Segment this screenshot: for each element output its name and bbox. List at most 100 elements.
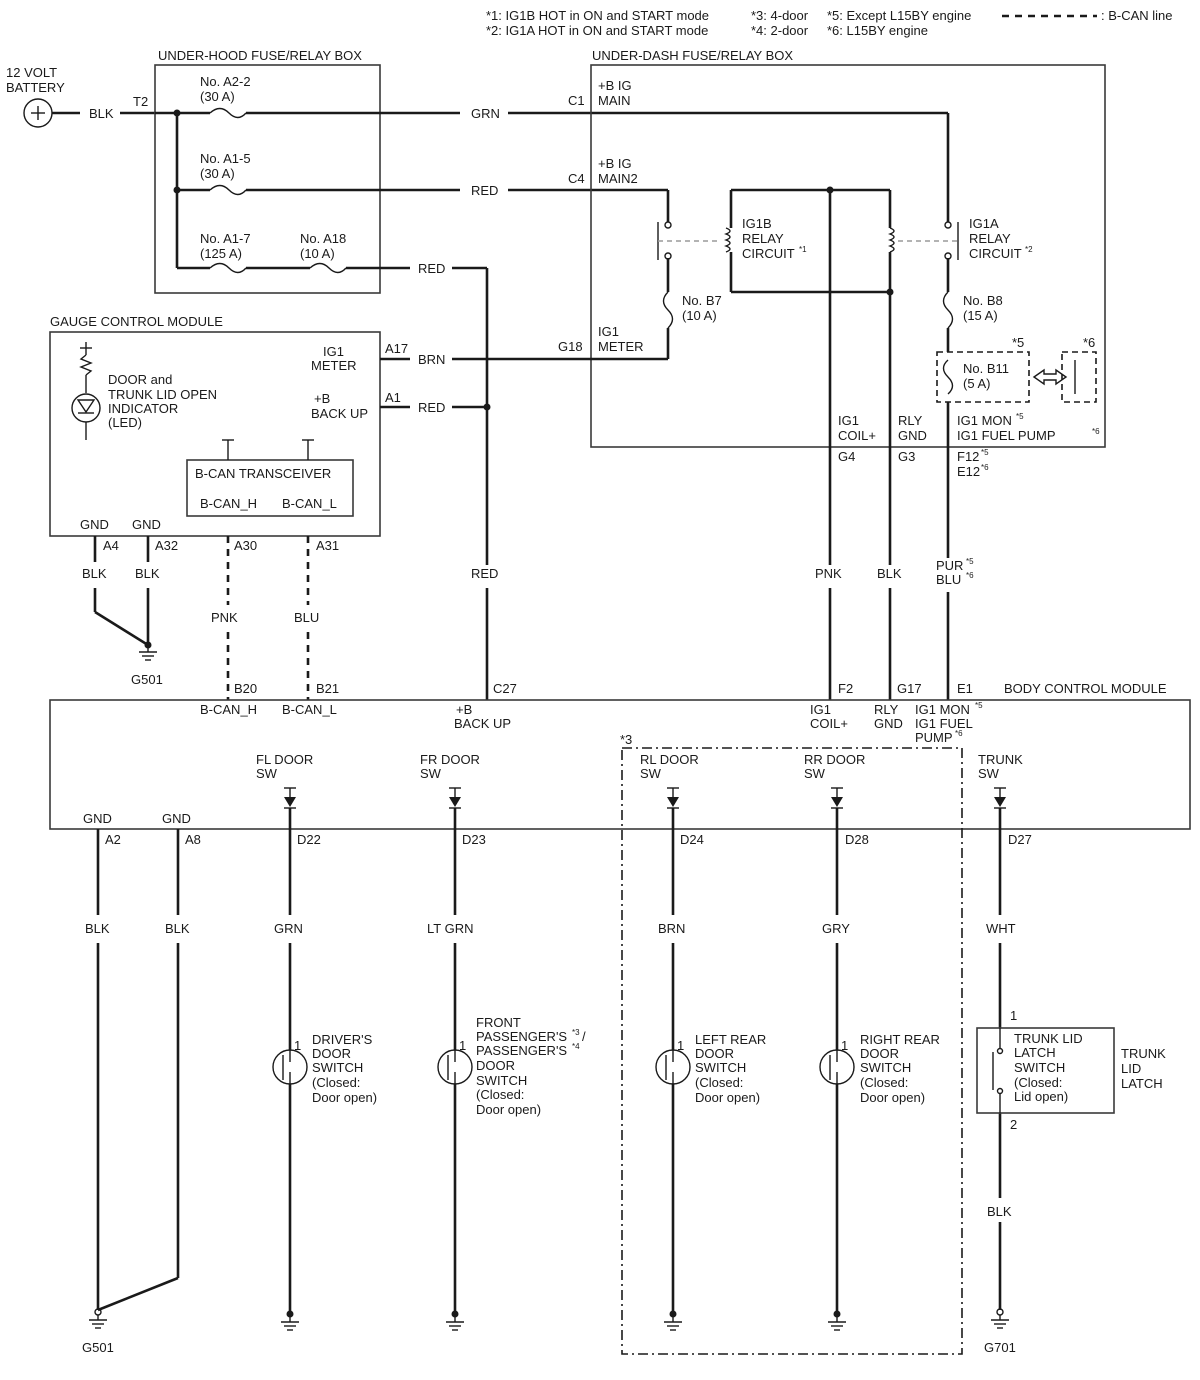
trunk-outer-label-1: TRUNK (1121, 1046, 1166, 1061)
ig1b-sup: *1 (799, 245, 807, 254)
pin-d28: D28 (845, 832, 869, 847)
ig1a-sup: *2 (1025, 245, 1033, 254)
c4-label-1: +B IG (598, 156, 632, 171)
bcm-rly-label-2: GND (874, 716, 903, 731)
fuse-b11-label: No. B11 (963, 361, 1009, 376)
connector-g18: G18 (558, 339, 583, 354)
right-rear-pin-1: 1 (841, 1038, 848, 1053)
left-rear-label-1: LEFT REAR (695, 1032, 766, 1047)
jumper-option-box (1061, 351, 1097, 403)
pin-d22: D22 (297, 832, 321, 847)
rl-door-label-2: SW (640, 766, 662, 781)
mon-sup-5: *5 (1016, 412, 1024, 421)
note-3: *3: 4-door (751, 8, 809, 23)
left-rear-label-4: (Closed: (695, 1075, 743, 1090)
bcan-transceiver (186, 459, 354, 517)
connector-f12: F12 (957, 449, 979, 464)
note-2: *2: IG1A HOT in ON and START mode (486, 23, 708, 38)
trunk-pin-2: 2 (1010, 1117, 1017, 1132)
pin-b20: B20 (234, 681, 257, 696)
pin-a31: A31 (316, 538, 339, 553)
gauge-bb-label-2: BACK UP (311, 406, 368, 421)
fuse-icon (209, 107, 247, 119)
wire-color-red-a18: RED (418, 261, 445, 276)
pin-a4: A4 (103, 538, 119, 553)
pin-a8: A8 (185, 832, 201, 847)
pin-b21: B21 (316, 681, 339, 696)
driver-label-3: SWITCH (312, 1060, 363, 1075)
trunk-lid-latch: 1 2 TRUNK LID LATCH SWITCH (Closed: Lid … (976, 1008, 1166, 1132)
bcm-coil-label-2: COIL+ (810, 716, 848, 731)
fuse-b11-amp: (5 A) (963, 376, 990, 391)
ground-icon (664, 1310, 682, 1331)
ground-icon (89, 1308, 107, 1329)
gauge-ig1-label-1: IG1 (323, 344, 344, 359)
ig1a-label-3: CIRCUIT (969, 246, 1022, 261)
trunk-pin-1: 1 (1010, 1008, 1017, 1023)
f12-sup: *5 (981, 448, 989, 457)
left-rear-door-switch: 1 LEFT REAR DOOR SWITCH (Closed: Door op… (655, 1032, 766, 1105)
right-rear-label-2: DOOR (860, 1046, 899, 1061)
relay-contact (664, 221, 672, 229)
connector-g3: G3 (898, 449, 915, 464)
battery-label-2: BATTERY (6, 80, 65, 95)
gauge-bb-label-1: +B (314, 391, 330, 406)
ground-g501-top: G501 (131, 672, 163, 687)
bcm-canl: B-CAN_L (282, 702, 337, 717)
fuse-a2-2-amp: (30 A) (200, 89, 235, 104)
bcm-coil-label-1: IG1 (810, 702, 831, 717)
wire-color-blu-can: BLU (294, 610, 319, 625)
rr-door-label-1: RR DOOR (804, 752, 865, 767)
resistor-icon (79, 354, 93, 376)
led-label-1: DOOR and (108, 372, 172, 387)
wire-color-ltgrn-d23: LT GRN (427, 921, 473, 936)
front-label-3: PASSENGER'S (476, 1043, 567, 1058)
front-label-5: SWITCH (476, 1073, 527, 1088)
front-label-7: Door open) (476, 1102, 541, 1117)
wire-color-blk-a32: BLK (135, 566, 160, 581)
ground-icon (139, 645, 157, 661)
swap-arrow-icon (1032, 368, 1068, 386)
wire-color-pur: PUR (936, 558, 963, 573)
pin-a1: A1 (385, 390, 401, 405)
front-label-1: FRONT (476, 1015, 521, 1030)
fuse-icon (209, 184, 247, 196)
under-dash-title: UNDER-DASH FUSE/RELAY BOX (592, 48, 793, 63)
relay-contact (944, 221, 952, 229)
fuse-b8-label: No. B8 (963, 293, 1003, 308)
pin-a17: A17 (385, 341, 408, 356)
led-icon (71, 393, 101, 423)
led-label-4: (LED) (108, 415, 142, 430)
mon-label-1: IG1 MON (957, 413, 1012, 428)
trunk-outer-label-2: LID (1121, 1061, 1141, 1076)
left-rear-label-3: SWITCH (695, 1060, 746, 1075)
connector-g4: G4 (838, 449, 855, 464)
front-sup-4: *4 (572, 1042, 580, 1051)
bcm-bb-label-1: +B (456, 702, 472, 717)
diode-icon (994, 787, 1006, 809)
fl-door-label-1: FL DOOR (256, 752, 313, 767)
driver-label-1: DRIVER'S (312, 1032, 373, 1047)
ground-icon (828, 1310, 846, 1331)
wire-color-blu-mon: BLU (936, 572, 961, 587)
fuse-b11-option-box (936, 351, 1030, 403)
front-label-slash: / (582, 1029, 586, 1044)
coil-label-2: COIL+ (838, 428, 876, 443)
rly-label-1: RLY (898, 413, 923, 428)
gauge-gnd-1: GND (80, 517, 109, 532)
rly-label-2: GND (898, 428, 927, 443)
mark-5: *5 (1012, 335, 1024, 350)
driver-label-5: Door open) (312, 1090, 377, 1105)
notes-legend: *1: IG1B HOT in ON and START mode *2: IG… (486, 8, 1173, 38)
bcm-mon-label-1: IG1 MON (915, 702, 970, 717)
ig1b-label-1: IG1B (742, 216, 772, 231)
wire-color-brn-d24: BRN (658, 921, 685, 936)
mon-sup-6: *6 (1092, 427, 1100, 436)
under-dash-fuse-relay-box: UNDER-DASH FUSE/RELAY BOX C1 +B IG MAIN … (558, 48, 1106, 448)
fuse-a2-2-label: No. A2-2 (200, 74, 251, 89)
c1-label-2: MAIN (598, 93, 631, 108)
e12-sup: *6 (981, 463, 989, 472)
bcm-gnd-1: GND (83, 811, 112, 826)
driver-pin-1: 1 (294, 1038, 301, 1053)
